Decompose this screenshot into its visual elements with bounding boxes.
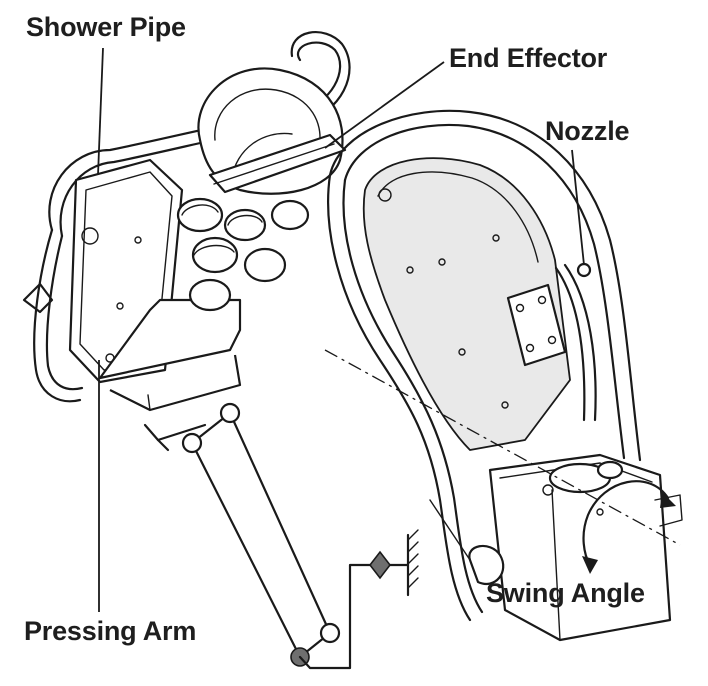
mounting-plate: [506, 263, 597, 422]
roller-cluster: [176, 197, 310, 312]
label-end-effector: End Effector: [449, 43, 608, 73]
rotation-axis-line: [324, 349, 681, 546]
leader-shower-pipe: [97, 47, 104, 176]
pressing-block: [98, 298, 242, 412]
swing-housing: [429, 453, 683, 642]
linkage-schematic: [143, 402, 419, 670]
swing-angle-arrow: [582, 480, 676, 574]
nozzle-tip: [576, 262, 592, 278]
end-effector-flange: [208, 133, 347, 194]
nozzle-arm-frame: [327, 109, 642, 622]
leader-lines: [97, 47, 585, 612]
label-pressing-arm: Pressing Arm: [24, 616, 197, 646]
leader-end-effector: [324, 61, 445, 149]
arm-body: [362, 157, 571, 451]
leader-nozzle: [571, 149, 585, 266]
label-swing-angle: Swing Angle: [486, 578, 645, 608]
label-nozzle: Nozzle: [545, 116, 630, 146]
label-shower-pipe: Shower Pipe: [26, 12, 186, 42]
